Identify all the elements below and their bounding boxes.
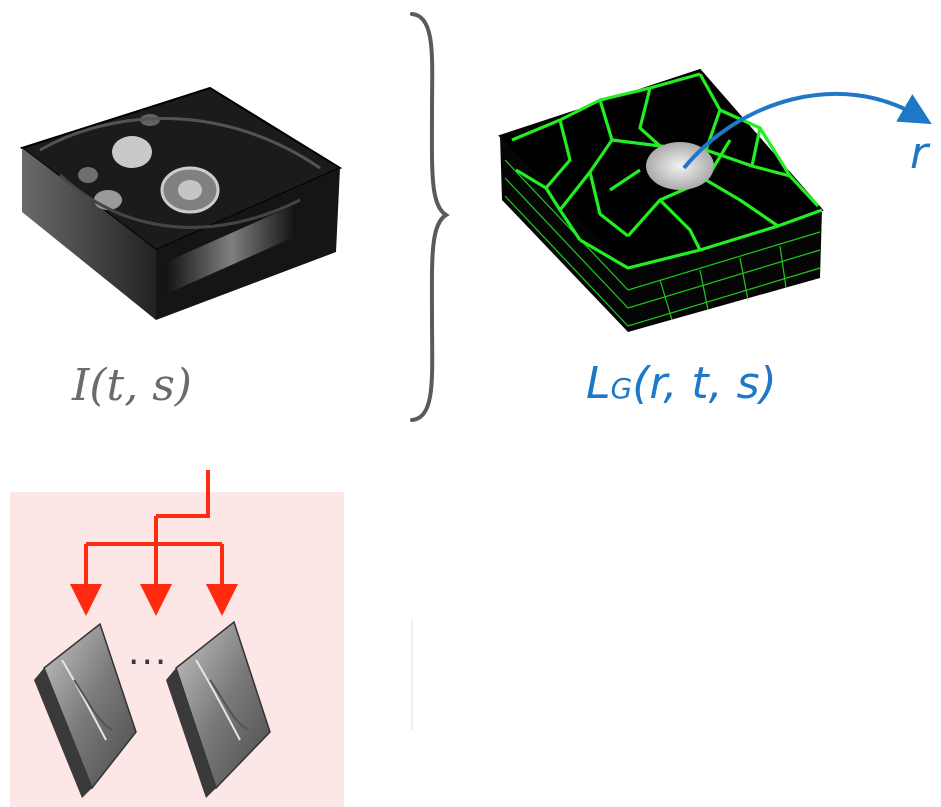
graph-volume-icon (498, 68, 824, 332)
r-label: r (910, 128, 929, 179)
graph-function-main: L (586, 358, 611, 409)
graph-function-label: LG(r, t, s) (586, 358, 846, 409)
filtered-volume-icon (34, 622, 137, 798)
right-brace-icon (410, 12, 450, 422)
r-arrow (682, 92, 932, 170)
red-split-arrows (70, 470, 238, 616)
mri-volume-icon (19, 86, 343, 320)
filter-panel (10, 492, 344, 807)
image-function-label: I(t, s) (72, 360, 192, 411)
graph-function-args: (r, t, s) (632, 358, 777, 409)
graph-function-subscript: G (610, 372, 633, 405)
filtered-volume-icon (166, 620, 271, 798)
ellipsis-label: ... (128, 632, 169, 673)
